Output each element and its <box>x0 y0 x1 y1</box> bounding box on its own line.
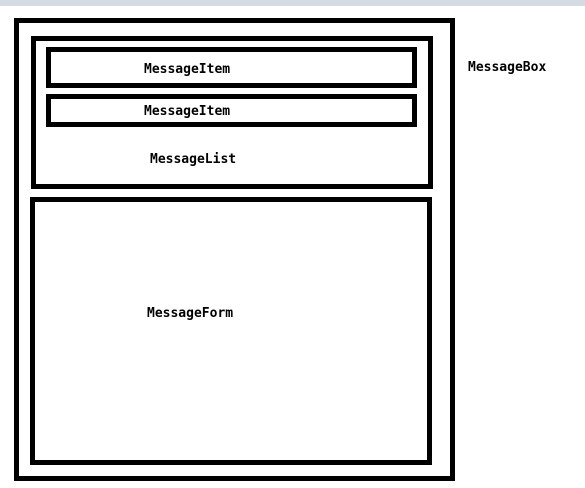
window-top-strip <box>0 0 585 6</box>
message-item-label: MessageItem <box>144 104 231 119</box>
message-list-container <box>31 36 433 189</box>
message-list-label: MessageList <box>150 152 237 167</box>
message-form-container <box>30 197 432 465</box>
message-form-label: MessageForm <box>147 306 234 321</box>
message-item-container <box>46 47 417 88</box>
message-box-label: MessageBox <box>468 60 547 75</box>
message-item-container <box>46 94 417 127</box>
message-item-label: MessageItem <box>144 62 231 77</box>
message-box-container <box>14 18 455 481</box>
